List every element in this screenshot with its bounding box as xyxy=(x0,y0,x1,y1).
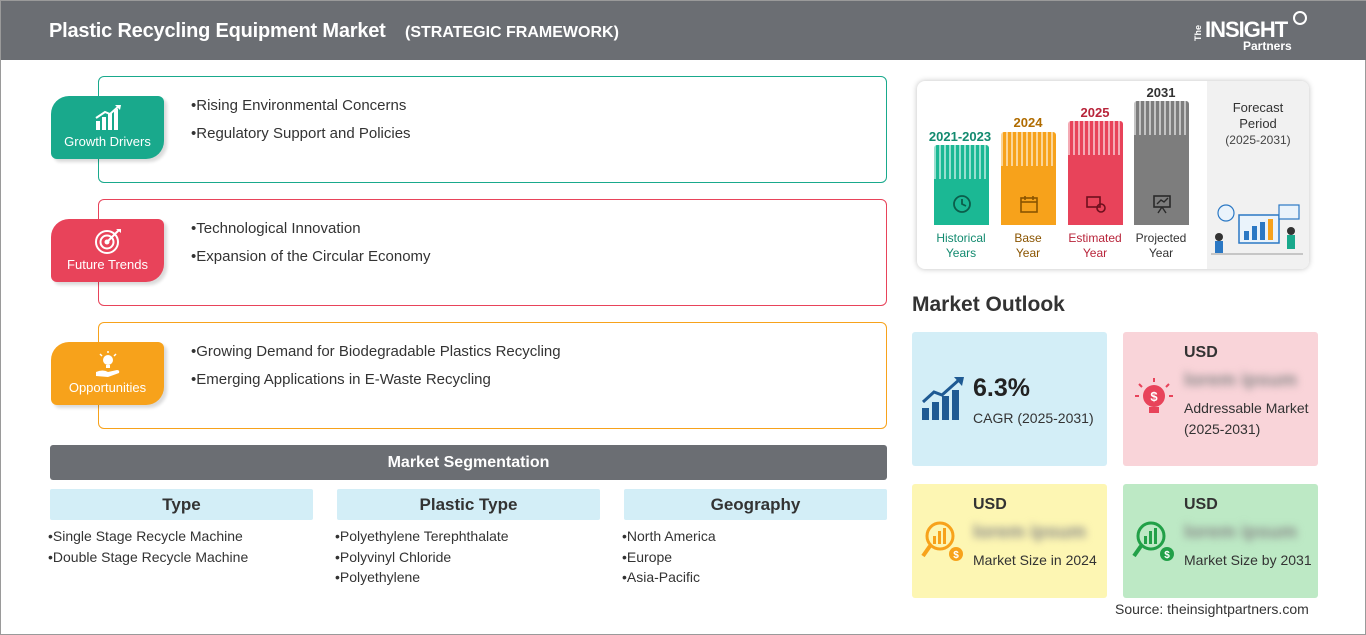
growth-drivers-list: Rising Environmental Concerns Regulatory… xyxy=(191,96,411,152)
segment-list: Single Stage Recycle Machine Double Stag… xyxy=(50,526,313,567)
segment-header: Plastic Type xyxy=(337,489,600,520)
list-item: Double Stage Recycle Machine xyxy=(48,547,313,568)
forecast-period-range: (2025-2031) xyxy=(1225,133,1291,147)
list-item: Europe xyxy=(622,547,887,568)
list-item: Polyvinyl Chloride xyxy=(335,547,600,568)
history-clock-icon xyxy=(953,195,971,213)
page-subtitle: (STRATEGIC FRAMEWORK) xyxy=(405,24,619,41)
segment-list: Polyethylene Terephthalate Polyvinyl Chl… xyxy=(337,526,600,588)
page-title: Plastic Recycling Equipment Market xyxy=(49,20,386,42)
growth-chart-icon xyxy=(921,377,964,420)
timeline-bar-estimated xyxy=(1068,121,1123,225)
timeline-bar-historical xyxy=(934,145,989,225)
svg-text:$: $ xyxy=(1150,389,1158,404)
future-trends-label: Future Trends xyxy=(67,257,148,272)
growth-drivers-label: Growth Drivers xyxy=(64,134,151,149)
segment-header: Type xyxy=(50,489,313,520)
svg-text:$: $ xyxy=(1164,550,1170,561)
size-2024-currency: USD xyxy=(973,496,1007,513)
list-item: Regulatory Support and Policies xyxy=(191,124,410,152)
segment-column-type: Type Single Stage Recycle Machine Double… xyxy=(50,489,313,567)
list-item: Polyethylene Terephthalate xyxy=(335,526,600,547)
cagr-value: 6.3% xyxy=(973,374,1030,402)
list-item: Emerging Applications in E-Waste Recycli… xyxy=(191,370,561,398)
market-outlook-title: Market Outlook xyxy=(912,293,1065,316)
addressable-value: lorem ipsum xyxy=(1184,370,1297,391)
segment-list: North America Europe Asia-Pacific xyxy=(624,526,887,588)
size-2031-value: lorem ipsum xyxy=(1184,522,1297,543)
market-size-2031-card: $ USD lorem ipsum Market Size by 2031 xyxy=(1123,484,1318,598)
segment-column-plastic-type: Plastic Type Polyethylene Terephthalate … xyxy=(337,489,600,588)
market-size-2024-card: $ USD lorem ipsum Market Size in 2024 xyxy=(912,484,1107,598)
logo-ring-icon xyxy=(1293,11,1307,25)
market-segmentation-header: Market Segmentation xyxy=(50,445,887,480)
opportunities-label: Opportunities xyxy=(68,380,147,395)
insight-partners-logo[interactable]: The INSIGHT Partners xyxy=(1193,11,1313,55)
logo-the-text: The xyxy=(1193,24,1203,41)
lightbulb-hand-icon xyxy=(95,351,119,377)
opportunities-list: Growing Demand for Biodegradable Plastic… xyxy=(191,342,561,398)
future-trends-list: Technological Innovation Expansion of th… xyxy=(191,219,431,275)
future-trends-badge: Future Trends xyxy=(51,219,164,282)
forecast-period-title: Forecast Period xyxy=(1232,100,1284,131)
logo-partners-text: Partners xyxy=(1243,39,1292,53)
list-item: Growing Demand for Biodegradable Plastic… xyxy=(191,342,560,370)
svg-text:$: $ xyxy=(953,550,959,561)
list-item: Single Stage Recycle Machine xyxy=(48,526,313,547)
segment-column-geography: Geography North America Europe Asia-Paci… xyxy=(624,489,887,588)
lightbulb-dollar-icon: $ xyxy=(1135,378,1173,413)
source-link[interactable]: Source: theinsightpartners.com xyxy=(1115,601,1309,617)
list-item: Technological Innovation xyxy=(191,219,431,247)
timeline-year-estimated: 2025 xyxy=(1080,105,1110,120)
list-item: Expansion of the Circular Economy xyxy=(191,247,430,275)
list-item: Rising Environmental Concerns xyxy=(191,96,411,124)
addressable-desc: Addressable Market (2025-2031) xyxy=(1184,400,1309,437)
magnifier-coins-icon: $ xyxy=(921,521,963,561)
timeline-year-historical: 2021-2023 xyxy=(928,129,992,144)
cagr-label: CAGR (2025-2031) xyxy=(973,410,1094,426)
addressable-market-card: $ USD lorem ipsum Addressable Market (20… xyxy=(1123,332,1318,466)
timeline-year-base: 2024 xyxy=(1013,115,1043,130)
target-icon xyxy=(94,229,121,254)
timeline-bar-base xyxy=(1001,132,1056,225)
timeline-year-projected: 2031 xyxy=(1146,85,1176,100)
presentation-board-icon xyxy=(1153,195,1171,214)
size-2024-desc: Market Size in 2024 xyxy=(973,552,1097,568)
magnifier-coins-icon: $ xyxy=(1132,521,1174,561)
list-item: Asia-Pacific xyxy=(622,567,887,588)
size-2024-value: lorem ipsum xyxy=(973,522,1086,543)
bar-growth-icon xyxy=(94,105,121,130)
segment-header: Geography xyxy=(624,489,887,520)
cagr-card: 6.3% CAGR (2025-2031) xyxy=(912,332,1107,466)
analytics-people-illustration-icon xyxy=(1211,204,1303,255)
timeline-bar-projected xyxy=(1134,101,1189,225)
estimate-gear-icon xyxy=(1086,196,1106,213)
addressable-currency: USD xyxy=(1184,344,1218,361)
opportunities-badge: Opportunities xyxy=(51,342,164,405)
calendar-icon xyxy=(1020,196,1038,213)
list-item: North America xyxy=(622,526,887,547)
header-bar: Plastic Recycling Equipment Market (STRA… xyxy=(1,1,1366,60)
size-2031-desc: Market Size by 2031 xyxy=(1184,552,1312,568)
size-2031-currency: USD xyxy=(1184,496,1218,513)
list-item: Polyethylene xyxy=(335,567,600,588)
growth-drivers-badge: Growth Drivers xyxy=(51,96,164,159)
logo-insight-text: INSIGHT xyxy=(1205,17,1288,42)
